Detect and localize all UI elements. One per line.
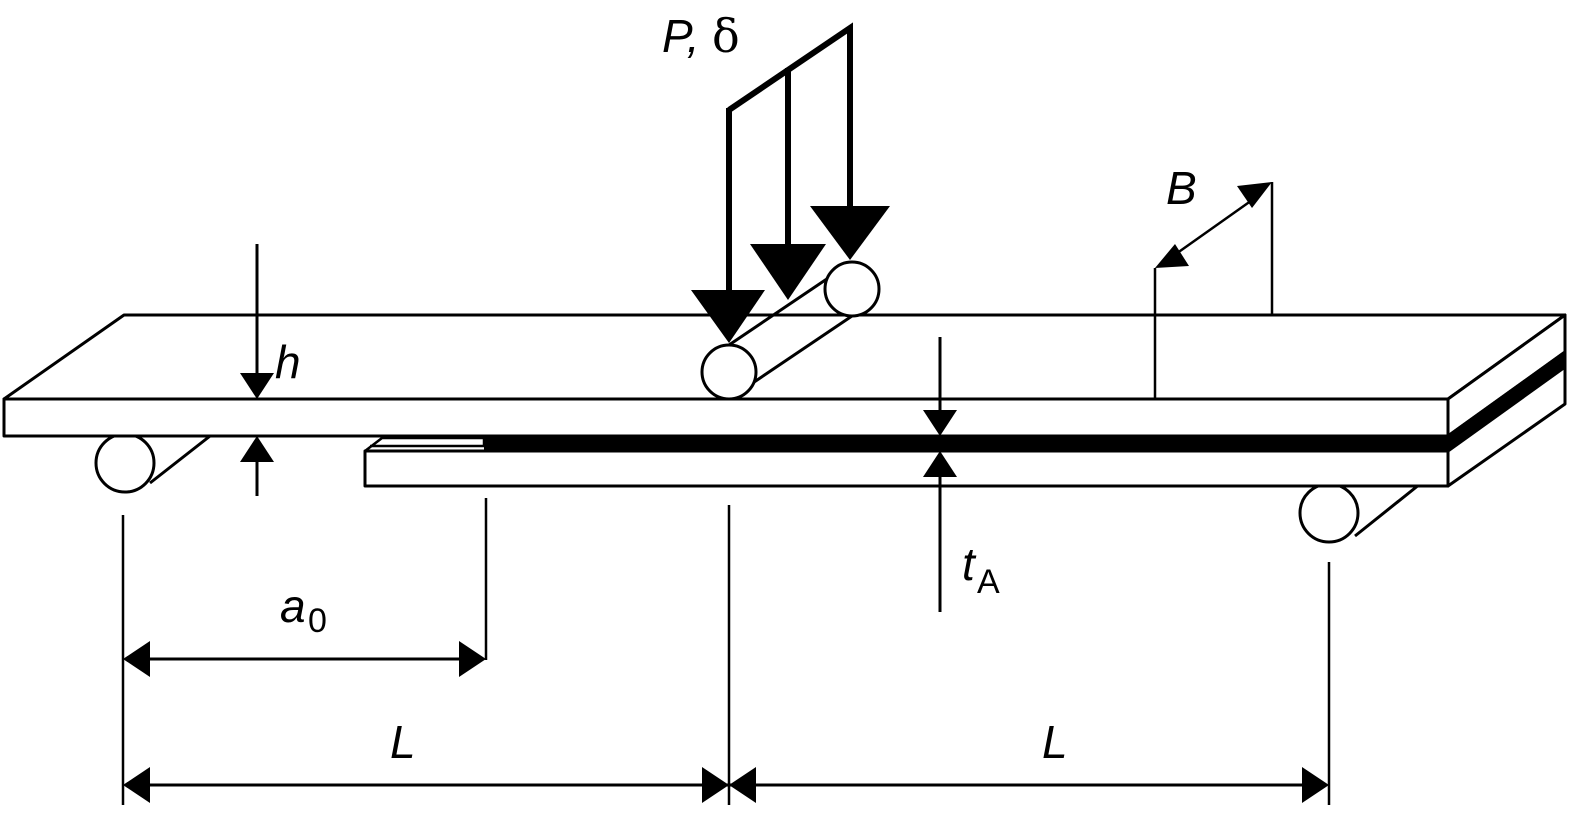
- load-arrow-right-head: [810, 206, 890, 260]
- load-arrow-frame: [727, 22, 853, 206]
- span-dimensions: [123, 767, 1329, 803]
- span-right-arrow-end: [1302, 767, 1329, 803]
- extension-lines: [121, 498, 1331, 805]
- span-left-label: L: [390, 716, 416, 768]
- span-left-arrow-start: [123, 767, 150, 803]
- specimen-beam: [2, 313, 1567, 488]
- span-right-label: L: [1042, 716, 1068, 768]
- crack-length-label: a: [280, 580, 306, 632]
- crack-length-subscript: 0: [308, 602, 327, 640]
- adhesive-layer: [484, 436, 1448, 451]
- adhesive-thickness-label: t: [962, 538, 977, 590]
- upper-adherend-front-face: [2, 397, 1450, 438]
- span-left-arrow-end: [702, 767, 729, 803]
- crack-length-dimension: [123, 641, 486, 677]
- load-arrow-mid-head: [750, 244, 826, 300]
- pre-crack-insert: [364, 436, 486, 452]
- load-arrow-left-head: [691, 290, 765, 343]
- load-label: P,: [662, 10, 700, 62]
- width-label: B: [1166, 162, 1197, 214]
- deflection-label: δ: [712, 9, 740, 63]
- load-arrows: [691, 22, 890, 343]
- lower-adherend-front-face: [363, 449, 1450, 488]
- upper-adherend-top-face: [2, 313, 1567, 401]
- thickness-dimension: [240, 244, 274, 496]
- thickness-label: h: [275, 336, 301, 388]
- right-support-roller: [1298, 482, 1425, 544]
- width-dimension: [1153, 182, 1274, 399]
- left-support-roller: [94, 432, 215, 494]
- adhesive-thickness-subscript: A: [977, 563, 1000, 601]
- adhesive-thickness-dimension: [923, 337, 957, 612]
- loading-roller: [700, 260, 881, 401]
- span-right-arrow-start: [729, 767, 756, 803]
- width-dimension-arrow: [1172, 196, 1256, 258]
